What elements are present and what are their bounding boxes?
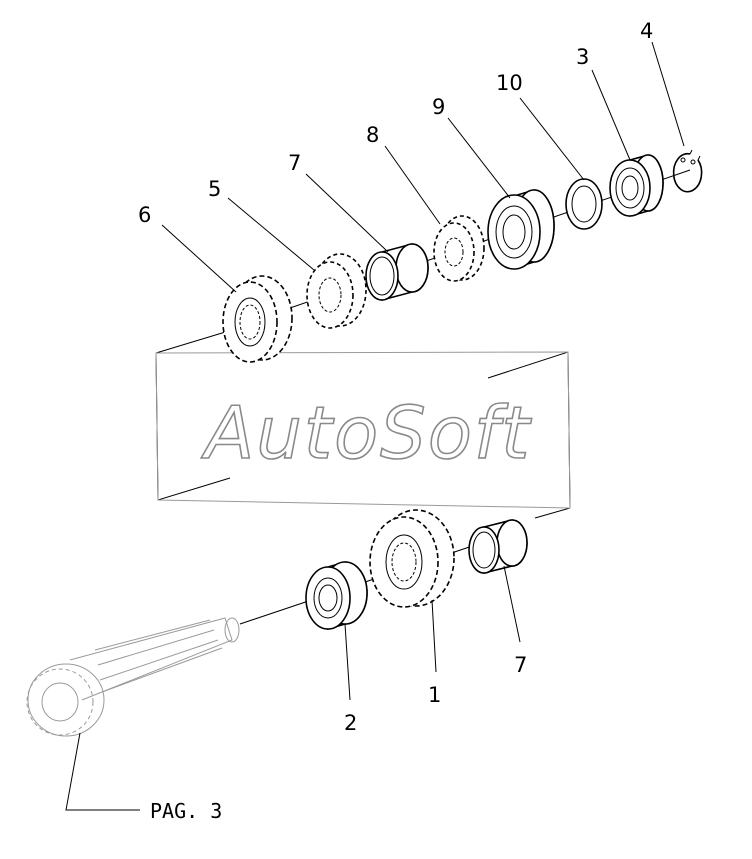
watermark-frame [155, 351, 571, 509]
callout-7-upper: 7 [288, 151, 301, 175]
callout-4: 4 [640, 19, 653, 43]
callout-8: 8 [366, 123, 379, 147]
watermark-text: AutoSoft [201, 391, 532, 475]
callout-2: 2 [344, 711, 357, 735]
callout-3: 3 [576, 45, 589, 69]
callout-9: 9 [432, 95, 445, 119]
bearing-part-3 [609, 154, 664, 218]
ring-part-10 [565, 178, 603, 230]
bearing-part-9 [487, 189, 555, 270]
gear-part-8 [433, 215, 485, 282]
callout-6: 6 [138, 203, 151, 227]
callout-leaders [161, 41, 685, 701]
callout-10: 10 [496, 71, 523, 95]
gear-part-1 [369, 509, 455, 608]
page-reference-label: PAG. 3 [150, 799, 222, 823]
splined-shaft [26, 617, 240, 737]
gear-part-5 [306, 253, 367, 329]
page-reference-leader [65, 732, 140, 811]
bushing-part-7-lower [468, 519, 528, 575]
snap-ring-part-4 [672, 149, 703, 193]
bushing-part-7-upper [365, 243, 429, 302]
callout-7-lower: 7 [514, 653, 527, 677]
callout-5: 5 [208, 177, 221, 201]
callout-1: 1 [428, 683, 441, 707]
bearing-part-2 [305, 561, 368, 631]
gear-part-6 [222, 275, 293, 363]
